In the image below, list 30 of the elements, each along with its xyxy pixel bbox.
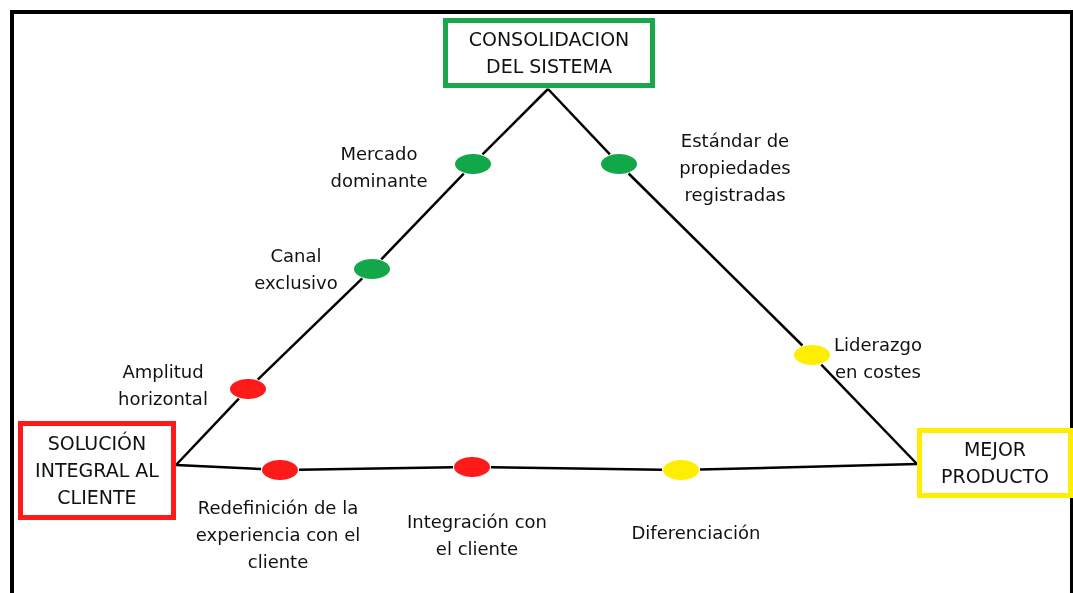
marker-dot xyxy=(230,379,266,399)
connector-line xyxy=(175,397,240,466)
connector-line xyxy=(490,466,663,471)
marker-dot xyxy=(455,154,491,174)
connector-line xyxy=(298,466,454,471)
marker-dot xyxy=(601,154,637,174)
corner-box: SOLUCIÓN INTEGRAL AL CLIENTE xyxy=(18,421,176,520)
connector-line xyxy=(547,88,611,156)
connector-line xyxy=(627,172,804,347)
connector-line xyxy=(175,463,262,471)
point-label: Redefinición de la experiencia con el cliente xyxy=(194,496,362,574)
connector-line xyxy=(380,172,465,261)
point-label: Estándar de propiedades registradas xyxy=(678,129,792,207)
connector-line xyxy=(699,462,918,471)
marker-dot xyxy=(454,457,490,477)
marker-dot xyxy=(262,460,298,480)
point-label: Amplitud horizontal xyxy=(117,360,209,411)
marker-dot xyxy=(663,460,699,480)
connector-line xyxy=(820,363,918,465)
connector-line xyxy=(481,88,549,156)
marker-dot xyxy=(794,345,830,365)
point-label: Integración con el cliente xyxy=(405,510,549,561)
marker-dot xyxy=(354,259,390,279)
point-label: Mercado dominante xyxy=(329,142,429,193)
connector-line xyxy=(256,277,364,381)
corner-box: CONSOLIDACION DEL SISTEMA xyxy=(443,18,655,88)
point-label: Liderazgo en costes xyxy=(833,333,923,384)
point-label: Diferenciación xyxy=(630,521,762,545)
corner-box: MEJOR PRODUCTO xyxy=(917,428,1073,498)
point-label: Canal exclusivo xyxy=(253,244,339,295)
